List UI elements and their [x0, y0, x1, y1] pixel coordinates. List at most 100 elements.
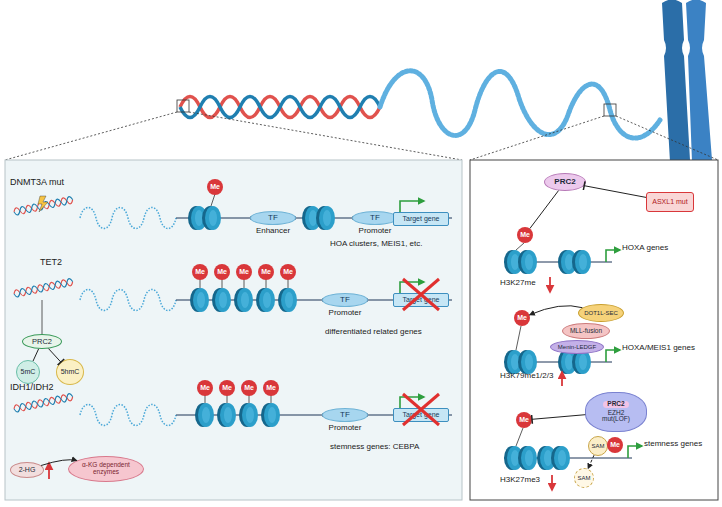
transcription-factor: TF	[322, 293, 368, 307]
node-text: PRC2	[32, 338, 52, 346]
text-label: Enhancer	[248, 227, 298, 236]
node-text: MLL-fusion	[570, 328, 602, 335]
node-text: α-KG dependent enzymes	[77, 462, 135, 476]
nucleosome	[261, 403, 280, 427]
methyl-mark: Me	[214, 264, 230, 280]
connector	[584, 186, 646, 198]
dna-helix	[180, 97, 380, 118]
transcription-factor: TF	[250, 211, 296, 225]
nucleosome	[234, 288, 253, 312]
nucleosome	[202, 206, 221, 230]
zoom-box	[604, 104, 616, 116]
node-text: Me	[517, 314, 527, 321]
node-text: Me	[519, 416, 529, 423]
nucleosome	[239, 403, 258, 427]
node-text: TF	[268, 214, 278, 222]
node-text: SAM	[577, 475, 590, 481]
nucleosome	[518, 446, 537, 470]
methyl-stalk	[205, 395, 206, 403]
decrease-arrow	[551, 475, 553, 490]
node-text: Me	[195, 268, 205, 275]
increase-arrow	[561, 372, 563, 386]
methyl-stalk	[211, 194, 215, 206]
node-text: 5mC	[21, 368, 36, 375]
node-text: 5hmC	[61, 368, 80, 375]
methyl-mark: Me	[607, 437, 623, 453]
methyl-stalk	[222, 279, 223, 288]
text-label: HOXA genes	[622, 244, 702, 253]
node-text: Me	[217, 268, 227, 275]
node-text: Me	[261, 268, 271, 275]
left-panel	[5, 160, 462, 500]
chromatin-coil	[80, 405, 176, 426]
target-gene-box: Target gene	[393, 408, 449, 422]
chromatin-coil	[80, 290, 176, 311]
right-panel	[470, 160, 718, 500]
dna-helix	[13, 393, 73, 413]
text-label: HOA clusters, MEIS1, etc.	[330, 240, 458, 249]
methyl-mark: Me	[514, 310, 530, 326]
node-text: Menin-LEDGF	[558, 344, 596, 350]
node-text: Me	[266, 384, 276, 391]
chromatin-coil	[80, 208, 176, 229]
chromatin-fiber	[380, 71, 660, 138]
increase-arrow	[48, 463, 50, 479]
methyl-mark: Me	[280, 264, 296, 280]
zoom-line	[189, 112, 462, 160]
transcription-factor: TF	[322, 408, 368, 422]
node-text: PRC2	[603, 401, 628, 408]
protein-oval: DOT1L-SEC	[578, 304, 624, 322]
transcription-factor: TF	[352, 211, 398, 225]
methyl-mark: Me	[207, 179, 223, 195]
methyl-stalk	[271, 395, 272, 403]
complex-blob: PRC2EZH2 mut(LOF)	[585, 392, 647, 432]
node-text: Target gene	[403, 411, 440, 418]
methyl-stalk	[288, 279, 289, 288]
text-label: H3K79me1/2/3	[500, 372, 570, 381]
node-text: TF	[340, 411, 350, 419]
text-label: differentiated related genes	[325, 328, 457, 337]
text-label: DNMT3A mut	[10, 178, 90, 188]
enzyme-oval: α-KG dependent enzymes	[68, 456, 144, 482]
zoom-line	[5, 112, 177, 160]
nucleosome	[212, 288, 231, 312]
decrease-arrow	[549, 277, 551, 292]
text-label: IDH1/IDH2	[10, 383, 80, 393]
node-text: Me	[520, 231, 530, 238]
node-text: Target gene	[403, 296, 440, 303]
methyl-stalk	[249, 395, 250, 403]
complex-oval: PRC2	[22, 334, 62, 349]
methyl-mark: Me	[197, 380, 213, 396]
modification-circle: 5hmC	[56, 359, 84, 385]
text-label: H3K27me	[500, 279, 550, 288]
dna-helix	[13, 278, 73, 298]
nucleosome	[551, 446, 570, 470]
protein-oval: MLL-fusion	[562, 323, 610, 339]
nucleosome	[278, 288, 297, 312]
connector	[49, 349, 61, 363]
node-text: Me	[239, 268, 249, 275]
nucleosome	[217, 403, 236, 427]
node-text: DOT1L-SEC	[584, 310, 618, 316]
target-gene-box: Target gene	[393, 212, 449, 226]
node-text: TF	[340, 296, 350, 304]
text-label: Promoter	[320, 309, 370, 318]
mutation-box: ASXL1 mut	[646, 192, 694, 212]
node-text: PRC2	[554, 178, 575, 186]
methyl-stalk	[200, 279, 201, 288]
node-text: Me	[283, 268, 293, 275]
node-text: Me	[244, 384, 254, 391]
node-text: TF	[370, 214, 380, 222]
tet2-link	[42, 300, 43, 334]
expression-arrow	[400, 282, 424, 293]
methyl-stalk	[516, 243, 524, 250]
nucleosome	[518, 250, 537, 274]
methyl-mark: Me	[516, 412, 532, 428]
metabolite-oval: 2-HG	[10, 462, 44, 478]
nucleosome	[518, 350, 537, 374]
node-text: EZH2 mut(LOF)	[596, 410, 636, 424]
node-text: ASXL1 mut	[652, 198, 687, 205]
dna-helix	[13, 196, 73, 216]
node-text: SAM	[591, 443, 604, 449]
